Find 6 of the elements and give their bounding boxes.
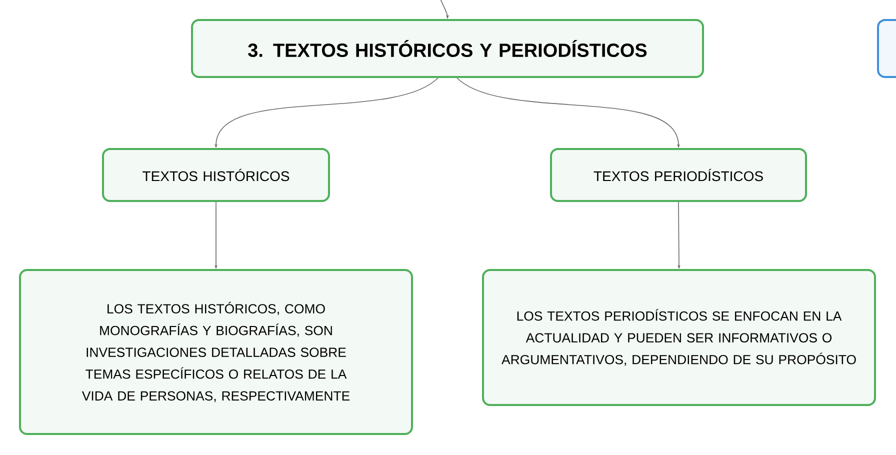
topic-box: TEXTOS HISTÓRICOS xyxy=(102,148,330,202)
topic-box: TEXTOS PERIODÍSTICOS xyxy=(550,148,808,202)
description-box: LOS TEXTOS HISTÓRICOS, COMO MONOGRAFÍAS Y BIOGRAFÍAS, SON INVESTIGACIONES DETALLADAS SOBRE TEMAS ESPECÍFICOS O RELATOS DE LA VIDA DE PERSONAS, RESPECTIVAMENTE xyxy=(19,269,413,435)
description-box: LOS TEXTOS PERIODÍSTICOS SE ENFOCAN EN LA ACTUALIDAD Y PUEDEN SER INFORMATIVOS O ARGUMENTATIVOS, DEPENDIENDO DE SU PROPÓSITO xyxy=(482,269,876,406)
title-box: 3. TEXTOS HISTÓRICOS Y PERIODÍSTICOS xyxy=(191,19,704,78)
partial-box xyxy=(877,19,896,78)
